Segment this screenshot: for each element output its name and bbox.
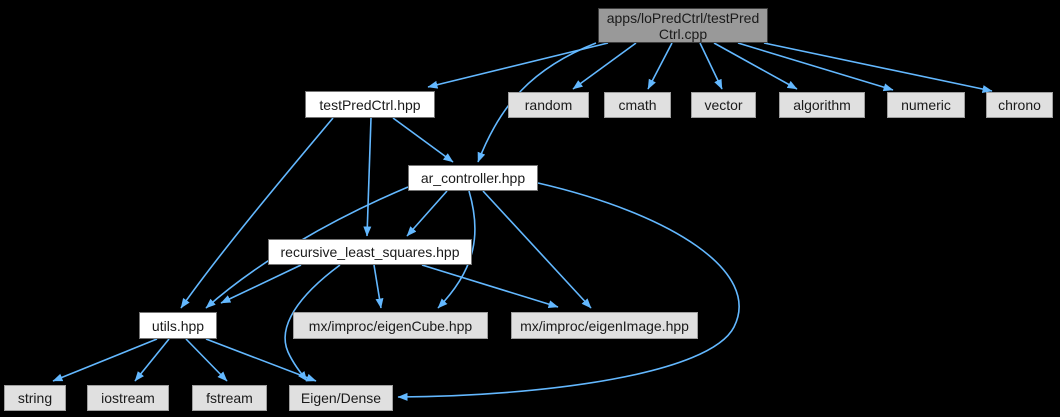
edge-testpredctrl-to-ar-controller (392, 117, 454, 163)
edge-utils-to-string (52, 338, 158, 382)
edge-utils-to-eigendense (205, 338, 317, 382)
edge-ar-controller-to-eigenimage (482, 190, 592, 309)
edge-ar-controller-to-rls (406, 190, 448, 237)
edge-root-to-random (572, 42, 637, 90)
edge-root-to-algorithm (713, 42, 798, 90)
node-eigenimage-hpp: mx/improc/eigenImage.hpp (511, 312, 698, 339)
edge-testpredctrl-to-utils (180, 117, 334, 309)
node-testpredctrl-hpp[interactable]: testPredCtrl.hpp (305, 91, 435, 118)
edge-ar-controller-to-eigencube (437, 190, 476, 309)
edge-rls-to-utils (220, 264, 302, 304)
node-eigencube-hpp: mx/improc/eigenCube.hpp (293, 312, 488, 339)
edge-rls-to-eigenimage (421, 264, 559, 309)
edge-rls-to-eigendense (284, 264, 341, 382)
node-vector: vector (691, 92, 756, 118)
node-chrono: chrono (986, 92, 1053, 118)
node-string: string (4, 385, 66, 411)
edge-root-to-vector (699, 42, 723, 90)
node-iostream: iostream (87, 385, 169, 411)
edge-root-to-cmath (647, 42, 673, 90)
edge-root-to-chrono (763, 42, 993, 93)
edge-utils-to-fstream (185, 338, 228, 382)
node-numeric: numeric (887, 92, 965, 118)
node-cmath: cmath (604, 92, 671, 118)
node-random: random (508, 92, 589, 118)
node-algorithm: algorithm (779, 92, 865, 118)
node-recursive-least-squares-hpp[interactable]: recursive_least_squares.hpp (268, 239, 472, 265)
node-root: apps/loPredCtrl/testPred Ctrl.cpp (598, 8, 768, 43)
edge-root-to-ar-controller (477, 42, 597, 163)
edge-root-to-numeric (737, 42, 894, 92)
edge-rls-to-eigencube (373, 264, 384, 309)
node-eigen-dense: Eigen/Dense (289, 385, 393, 411)
edge-utils-to-iostream (134, 338, 170, 382)
edge-testpredctrl-to-rls (363, 117, 372, 237)
node-ar-controller-hpp[interactable]: ar_controller.hpp (408, 165, 538, 191)
node-fstream: fstream (192, 385, 267, 411)
node-utils-hpp[interactable]: utils.hpp (139, 312, 217, 339)
edge-ar-controller-to-eigendense (397, 182, 740, 401)
